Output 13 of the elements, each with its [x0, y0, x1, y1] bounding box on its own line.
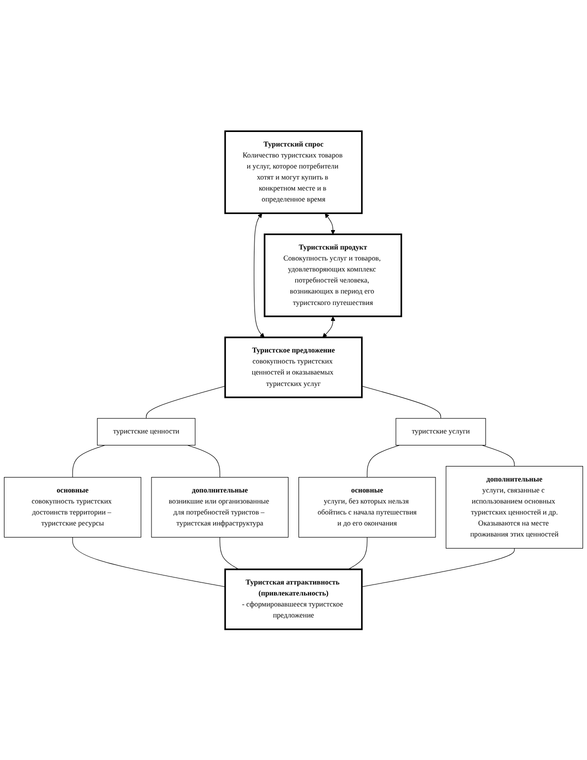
arrow	[324, 212, 336, 234]
connector	[482, 444, 515, 466]
connector	[362, 548, 515, 587]
connector	[366, 444, 400, 478]
connector	[187, 444, 220, 478]
connector	[220, 536, 240, 570]
arrow	[322, 316, 336, 338]
connector	[146, 386, 226, 418]
connector	[72, 536, 226, 587]
arrow	[254, 212, 264, 338]
connector	[362, 386, 442, 418]
connector	[72, 444, 106, 478]
connector	[348, 536, 368, 570]
